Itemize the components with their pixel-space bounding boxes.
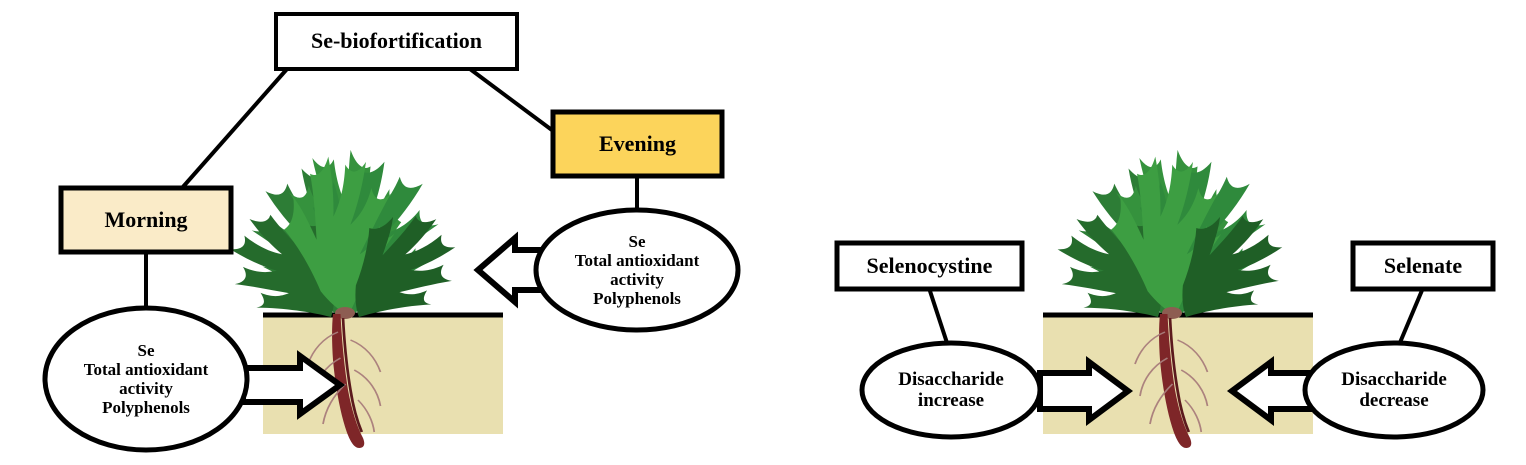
title-box[interactable] [274, 12, 519, 71]
arrow-morning-to-root [240, 350, 346, 420]
selenocystine-box[interactable] [834, 240, 1025, 292]
disaccharide-decrease-ellipse[interactable] [1302, 340, 1486, 440]
evening-box[interactable] [550, 109, 725, 179]
selenate-box[interactable] [1350, 240, 1496, 292]
morning-effects-ellipse[interactable] [42, 305, 250, 453]
disaccharide-increase-ellipse[interactable] [859, 340, 1043, 440]
morning-box[interactable] [58, 185, 234, 255]
arrow-increase-to-root [1037, 356, 1134, 426]
plant-right [1038, 142, 1302, 450]
evening-effects-ellipse[interactable] [533, 207, 741, 333]
connector-title-to-morning [180, 67, 289, 190]
